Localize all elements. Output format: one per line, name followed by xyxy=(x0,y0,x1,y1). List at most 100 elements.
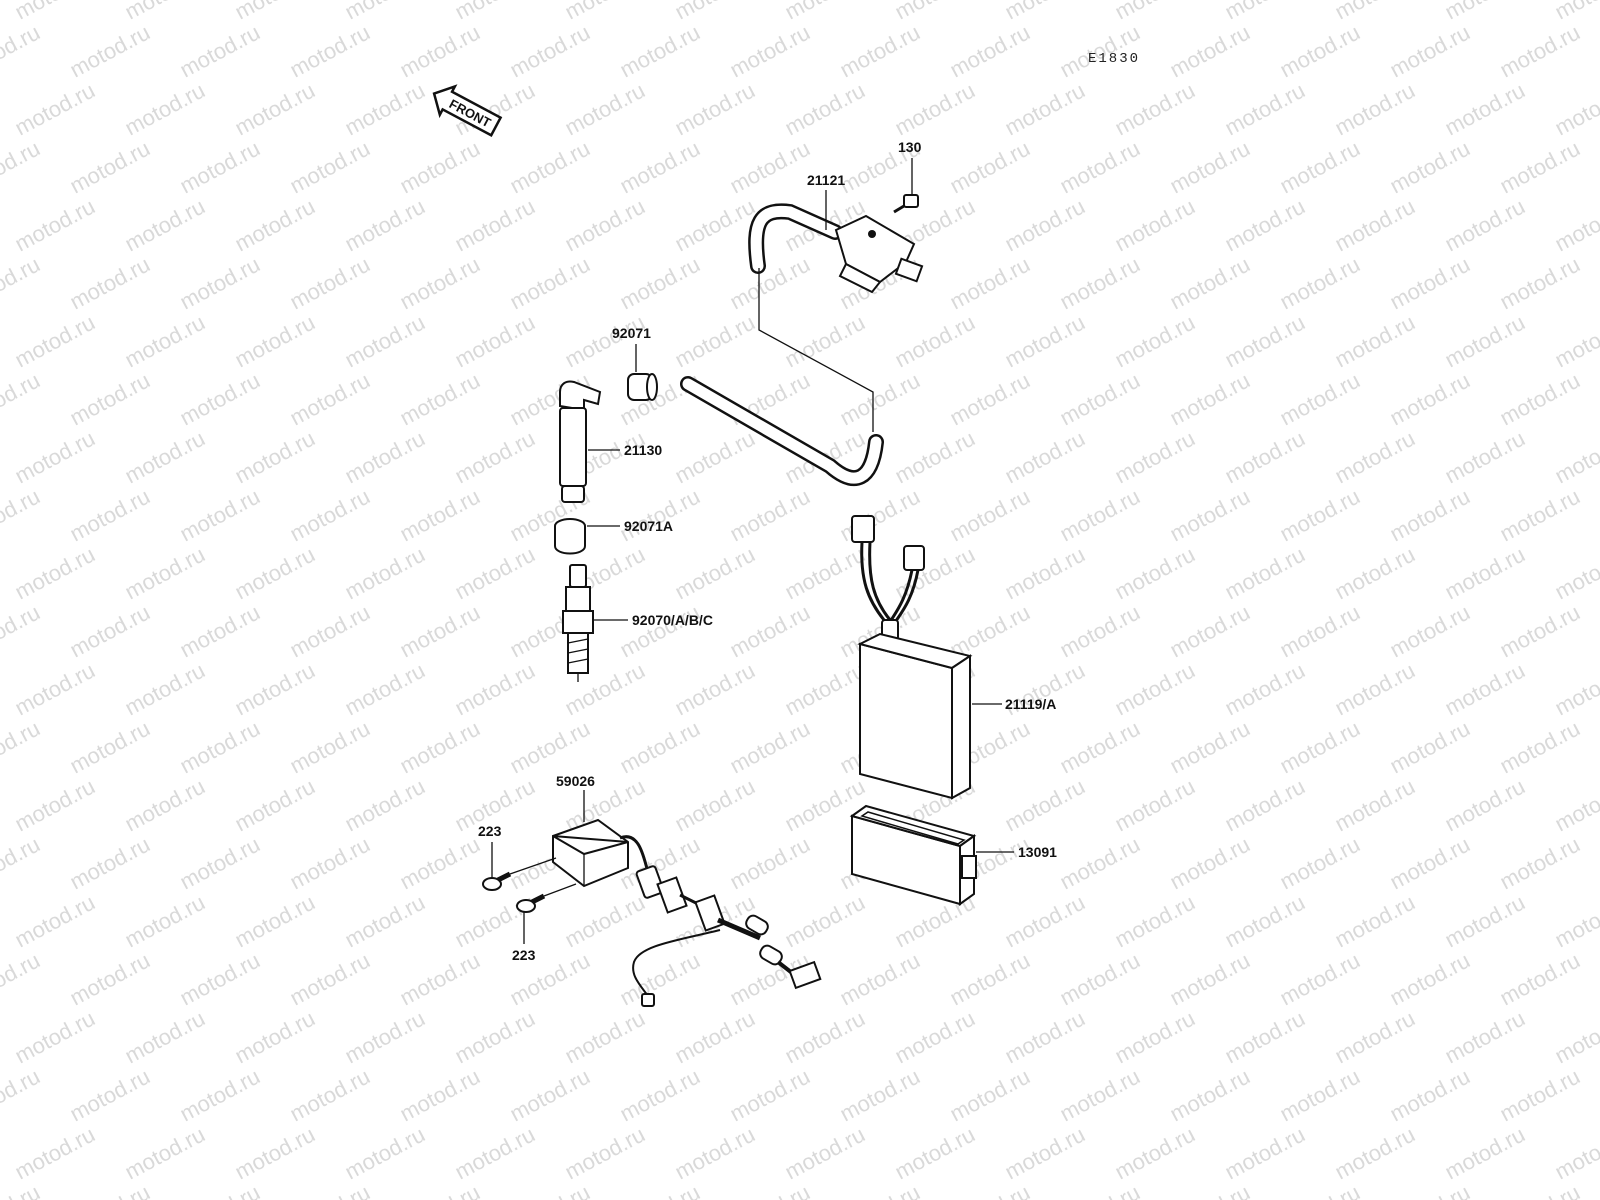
watermark-text: motod.ru xyxy=(1166,600,1254,663)
watermark-text: motod.ru xyxy=(1441,890,1529,953)
watermark-text: motod.ru xyxy=(1001,0,1089,24)
watermark-text: motod.ru xyxy=(1331,78,1419,141)
watermark-text: motod.ru xyxy=(561,1006,649,1069)
seal-92071[interactable] xyxy=(627,344,658,401)
watermark-text: motod.ru xyxy=(671,774,759,837)
label-21119: 21119/A xyxy=(1005,696,1056,712)
watermark-text: motod.ru xyxy=(561,194,649,257)
watermark-text: motod.ru xyxy=(946,948,1034,1011)
watermark-text: motod.ru xyxy=(176,20,264,83)
watermark-text: motod.ru xyxy=(506,1180,594,1200)
watermark-text: motod.ru xyxy=(1551,0,1600,24)
watermark-text: motod.ru xyxy=(836,20,924,83)
watermark-text: motod.ru xyxy=(1441,78,1529,141)
watermark-text: motod.ru xyxy=(671,1006,759,1069)
watermark-text: motod.ru xyxy=(506,20,594,83)
watermark-text: motod.ru xyxy=(781,658,869,721)
watermark-text: motod.ru xyxy=(1276,1180,1364,1200)
watermark-text: motod.ru xyxy=(1331,658,1419,721)
watermark-text: motod.ru xyxy=(66,832,154,895)
watermark-text: motod.ru xyxy=(231,78,319,141)
watermark-text: motod.ru xyxy=(726,832,814,895)
bolt-130[interactable] xyxy=(893,158,919,214)
spark-plug-92070[interactable] xyxy=(562,564,628,682)
watermark-text: motod.ru xyxy=(616,252,704,315)
watermark-text: motod.ru xyxy=(616,716,704,779)
watermark-text: motod.ru xyxy=(1056,832,1144,895)
watermark-text: motod.ru xyxy=(1496,368,1584,431)
watermark-text: motod.ru xyxy=(66,600,154,663)
watermark-text: motod.ru xyxy=(726,600,814,663)
watermark-text: motod.ru xyxy=(231,1122,319,1185)
watermark-text: motod.ru xyxy=(891,426,979,489)
ring-92071a[interactable] xyxy=(554,518,620,555)
watermark-text: motod.ru xyxy=(176,716,264,779)
watermark-text: motod.ru xyxy=(1386,136,1474,199)
watermark-text: motod.ru xyxy=(11,0,99,24)
watermark-text: motod.ru xyxy=(726,252,814,315)
watermark-text: motod.ru xyxy=(1001,194,1089,257)
watermark-text: motod.ru xyxy=(506,136,594,199)
watermark-text: motod.ru xyxy=(1111,658,1199,721)
watermark-text: motod.ru xyxy=(946,368,1034,431)
watermark-text: motod.ru xyxy=(1221,542,1309,605)
watermark-text: motod.ru xyxy=(231,426,319,489)
watermark-text: motod.ru xyxy=(1056,716,1144,779)
watermark-text: motod.ru xyxy=(11,774,99,837)
watermark-text: motod.ru xyxy=(1276,368,1364,431)
watermark-text: motod.ru xyxy=(451,1006,539,1069)
watermark-text: motod.ru xyxy=(946,1064,1034,1127)
watermark-text: motod.ru xyxy=(1001,426,1089,489)
watermark-text: motod.ru xyxy=(0,252,44,315)
holder-13091[interactable] xyxy=(849,804,1014,906)
watermark-text: motod.ru xyxy=(1331,426,1419,489)
watermark-text: motod.ru xyxy=(1386,484,1474,547)
watermark-text: motod.ru xyxy=(1111,890,1199,953)
watermark-text: motod.ru xyxy=(1441,426,1529,489)
watermark-text: motod.ru xyxy=(891,1122,979,1185)
spark-plug-cap-21130[interactable] xyxy=(559,380,620,503)
watermark-text: motod.ru xyxy=(176,1180,264,1200)
watermark-text: motod.ru xyxy=(1221,890,1309,953)
watermark-text: motod.ru xyxy=(396,368,484,431)
regulator-59026[interactable] xyxy=(552,790,822,1007)
watermark-text: motod.ru xyxy=(0,136,44,199)
watermark-text: motod.ru xyxy=(451,0,539,24)
watermark-text: motod.ru xyxy=(396,832,484,895)
watermark-text: motod.ru xyxy=(1551,774,1600,837)
label-21130: 21130 xyxy=(624,442,662,458)
watermark-text: motod.ru xyxy=(1496,832,1584,895)
label-13091: 13091 xyxy=(1018,844,1057,860)
high-tension-lead[interactable] xyxy=(680,268,884,486)
watermark-text: motod.ru xyxy=(836,948,924,1011)
watermark-text: motod.ru xyxy=(176,252,264,315)
screw-223-lower[interactable] xyxy=(516,883,577,944)
watermark-text: motod.ru xyxy=(286,252,374,315)
watermark-text: motod.ru xyxy=(66,484,154,547)
watermark-text: motod.ru xyxy=(1386,1064,1474,1127)
watermark-text: motod.ru xyxy=(1166,832,1254,895)
watermark-text: motod.ru xyxy=(66,1180,154,1200)
watermark-text: motod.ru xyxy=(121,194,209,257)
watermark-text: motod.ru xyxy=(66,136,154,199)
watermark-text: motod.ru xyxy=(1221,78,1309,141)
watermark-text: motod.ru xyxy=(1221,774,1309,837)
watermark-text: motod.ru xyxy=(781,1006,869,1069)
watermark-text: motod.ru xyxy=(121,0,209,24)
watermark-text: motod.ru xyxy=(1111,0,1199,24)
watermark-text: motod.ru xyxy=(231,1006,319,1069)
watermark-text: motod.ru xyxy=(66,948,154,1011)
watermark-text: motod.ru xyxy=(121,1122,209,1185)
watermark-text: motod.ru xyxy=(396,20,484,83)
watermark-text: motod.ru xyxy=(616,1180,704,1200)
watermark-text: motod.ru xyxy=(121,542,209,605)
watermark-text: motod.ru xyxy=(341,194,429,257)
igniter-21119[interactable] xyxy=(851,515,1002,800)
watermark-text: motod.ru xyxy=(1166,252,1254,315)
screw-223-upper[interactable] xyxy=(482,842,557,891)
watermark-text: motod.ru xyxy=(1276,252,1364,315)
watermark-text: motod.ru xyxy=(616,600,704,663)
watermark-text: motod.ru xyxy=(0,948,44,1011)
watermark-text: motod.ru xyxy=(176,600,264,663)
ignition-coil-21121[interactable] xyxy=(748,203,924,294)
